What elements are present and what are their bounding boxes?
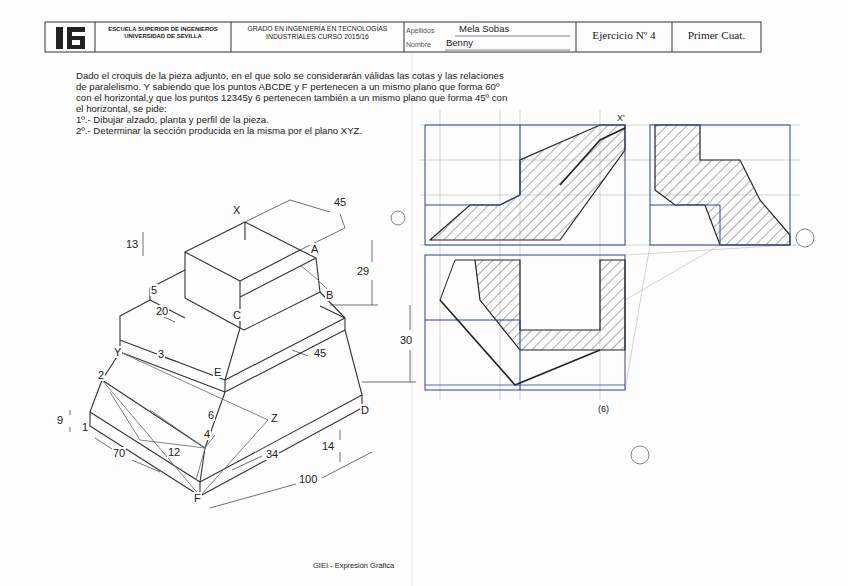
header-text: Apellidos: [406, 27, 434, 35]
header-cell: ESCUELA SUPERIOR DE INGENIEROS UNIVERSID…: [95, 22, 231, 52]
dimension-label: 29: [356, 265, 370, 277]
header-text: Benny: [446, 38, 473, 49]
dimension-label: C: [232, 309, 242, 321]
header-cell: Ejercicio Nº 4: [576, 22, 672, 52]
header-cell: Apellidos Mela SobasNombre Benny: [404, 22, 576, 52]
header-text: GRADO EN INGENIERÍA EN TECNOLOGÍAS INDUS…: [231, 25, 404, 41]
dimension-label: F: [193, 492, 202, 504]
dimension-label: D: [360, 404, 370, 416]
dimension-label: Z: [270, 412, 279, 424]
dimension-label: B: [325, 289, 334, 301]
header-text: Nombre: [406, 41, 431, 49]
dimension-label: 30: [399, 334, 413, 346]
dimension-label: 34: [265, 448, 279, 460]
problem-statement: Dado el croquis de la pieza adjunto, en …: [76, 70, 508, 136]
header-text: ESCUELA SUPERIOR DE INGENIEROS UNIVERSID…: [95, 26, 231, 40]
header-text: Ejercicio Nº 4: [576, 29, 672, 42]
dimension-label: 1: [81, 421, 89, 433]
dimension-label: 45: [333, 196, 347, 208]
dimension-label: 4: [203, 428, 211, 440]
dimension-label: X: [232, 204, 241, 216]
dimension-label: Y: [113, 346, 122, 358]
dimension-label: 45: [313, 347, 327, 359]
dimension-label: 20: [155, 305, 169, 317]
dimension-label: 9: [56, 414, 64, 426]
dimension-label: 70: [112, 447, 126, 459]
dimension-label: 14: [321, 440, 335, 452]
dimension-label: E: [213, 366, 222, 378]
header-text: Mela Sobas: [459, 24, 509, 35]
view-label: (6): [597, 403, 610, 415]
statement-line: Dado el croquis de la pieza adjunto, en …: [76, 70, 508, 114]
dimension-label: 100: [298, 473, 318, 485]
dimension-label: 5: [150, 284, 158, 296]
dimension-label: 13: [125, 238, 139, 250]
dimension-label: A: [310, 243, 319, 255]
view-label: X': [616, 112, 626, 124]
statement-line: 2º.- Determinar la sección producida en …: [76, 125, 508, 136]
dimension-label: 3: [157, 348, 165, 360]
statement-line: 1º.- Dibujar alzado, planta y perfil de …: [76, 114, 508, 125]
header-cell: Primer Cuat.: [672, 22, 761, 52]
header-cell: GRADO EN INGENIERÍA EN TECNOLOGÍAS INDUS…: [231, 22, 404, 52]
dimension-label: 6: [207, 409, 215, 421]
header-text: Primer Cuat.: [672, 29, 761, 42]
dimension-label: 2: [97, 369, 105, 381]
dimension-label: 12: [167, 446, 181, 458]
footer-text: GIEI - Expresión Gráfica: [312, 560, 395, 572]
